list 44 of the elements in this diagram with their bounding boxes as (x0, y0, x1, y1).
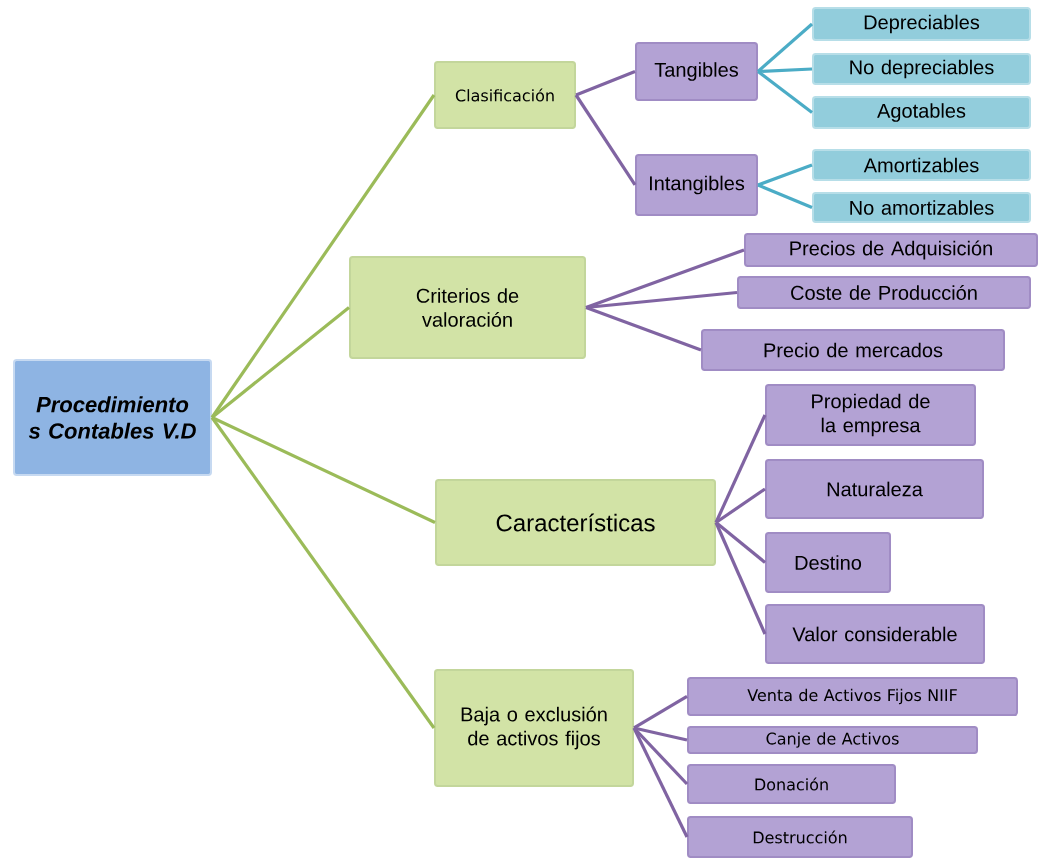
item-box: Agotables (812, 96, 1031, 129)
connector-line (757, 67, 813, 74)
connector-line (585, 290, 738, 310)
item-box: Destrucción (687, 816, 913, 858)
connector-line (575, 70, 636, 97)
item-box: Precios de Adquisición (744, 233, 1038, 267)
item-box: Valor considerable (765, 604, 985, 664)
category-box: Clasificación (434, 61, 576, 129)
connector-line (211, 306, 350, 419)
item-box: Precio de mercados (701, 329, 1005, 371)
connector-line (632, 727, 689, 838)
connector-line (757, 70, 813, 114)
item-box: Depreciables (812, 7, 1031, 41)
connector-line (585, 248, 745, 309)
connector-line (574, 94, 637, 186)
connector-line (714, 414, 767, 524)
item-box: Canje de Activos (687, 726, 978, 754)
connector-line (757, 183, 813, 209)
connector-line (633, 726, 688, 742)
connector-line (210, 416, 436, 729)
connector-line (715, 487, 766, 524)
connector-line (756, 22, 814, 73)
subcategory-box: Intangibles (635, 154, 758, 216)
topic-box: Procedimiento s Contables V.D (13, 359, 212, 476)
connector-line (211, 416, 436, 524)
item-box: Naturaleza (765, 459, 984, 519)
category-box: Características (435, 479, 716, 566)
item-box: Propiedad de la empresa (765, 384, 976, 446)
item-box: Venta de Activos Fijos NIIF (687, 677, 1018, 716)
connector-line (714, 521, 767, 635)
item-box: Coste de Producción (737, 276, 1031, 309)
category-box: Baja o exclusión de activos fijos (434, 669, 634, 787)
connector-line (210, 94, 436, 419)
item-box: Destino (765, 532, 891, 593)
item-box: Donación (687, 764, 896, 804)
category-box: Criterios de valoración (349, 256, 586, 359)
item-box: No depreciables (812, 53, 1031, 85)
connector-line (757, 163, 813, 187)
item-box: No amortizables (812, 192, 1031, 223)
subcategory-box: Tangibles (635, 42, 758, 101)
connector-line (715, 521, 766, 564)
connector-line (633, 695, 688, 730)
item-box: Amortizables (812, 149, 1031, 181)
connector-line (585, 306, 702, 352)
